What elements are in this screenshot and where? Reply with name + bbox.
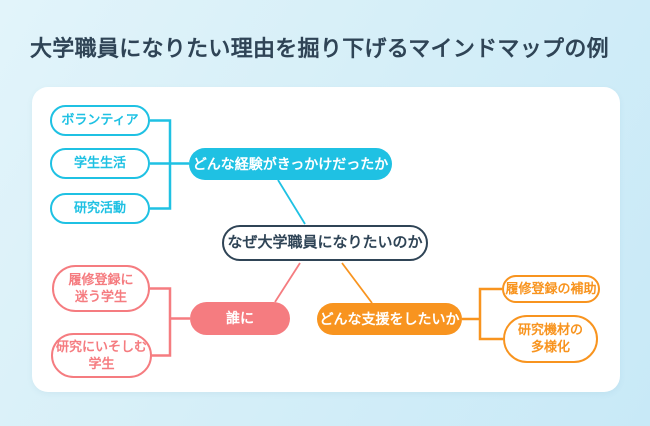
connector-who-children [150, 287, 190, 357]
node-research-activity: 研究活動 [50, 193, 150, 224]
connector-center-who [274, 262, 301, 303]
node-registration-assist: 履修登録の補助 [502, 275, 600, 303]
node-branch-experience: どんな経験がきっかけだったか [189, 148, 392, 180]
node-branch-support: どんな支援をしたいか [317, 303, 462, 335]
page-title: 大学職員になりたい理由を掘り下げるマインドマップの例 [30, 36, 609, 61]
node-volunteer: ボランティア [50, 105, 150, 136]
node-equipment-diversify: 研究機材の 多様化 [503, 315, 598, 363]
node-students-course-registration: 履修登録に 迷う学生 [52, 265, 150, 312]
node-students-research: 研究にいそしむ 学生 [51, 333, 152, 378]
mindmap-canvas: ボランティア 学生生活 研究活動 どんな経験がきっかけだったか なぜ大学職員にな… [32, 87, 620, 392]
node-center-why: なぜ大学職員になりたいのか [222, 225, 428, 261]
connector-support-children [462, 287, 503, 341]
connector-center-support [341, 262, 373, 304]
node-branch-who: 誰に [190, 302, 290, 335]
node-student-life: 学生生活 [50, 148, 150, 179]
connector-experience-children [150, 119, 189, 210]
connector-center-experience [277, 179, 306, 225]
connector-lines [150, 119, 503, 357]
